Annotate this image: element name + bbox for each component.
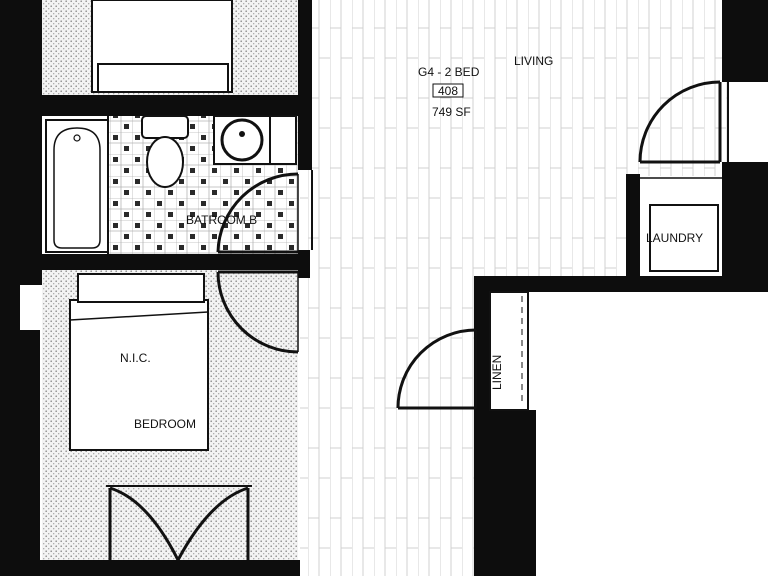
toilet-tank: [141, 115, 189, 139]
wall-center-upper: [298, 0, 312, 170]
bathroom: [45, 115, 297, 254]
wall-right-top: [722, 0, 768, 82]
wall-center-mid: [298, 250, 310, 278]
bedroom: [69, 273, 209, 451]
label-linen: LINEN: [490, 355, 504, 390]
wall-horizontal-top: [42, 95, 300, 116]
label-laundry: LAUNDRY: [646, 231, 703, 245]
sink-icon: [220, 118, 264, 162]
sink-drain: [239, 131, 245, 137]
living-entry-door[interactable]: [638, 80, 722, 164]
label-bedroom: BEDROOM: [134, 417, 196, 431]
label-living: LIVING: [514, 54, 553, 68]
bed-pillow-line: [69, 311, 209, 321]
laundry-machine: [649, 204, 719, 272]
bathtub-basin: [53, 127, 101, 249]
corridor-floor: [300, 270, 474, 576]
bath-shelf: [269, 115, 297, 165]
linen-closet: [489, 291, 529, 411]
bed-headboard: [77, 273, 205, 303]
label-bathroom: BATROOM B: [186, 213, 257, 227]
bedroom-door[interactable]: [216, 270, 299, 354]
wall-laundry-left: [626, 174, 640, 278]
unit-label: G4 - 2 BED 408 749 SF: [418, 65, 480, 119]
toilet-bowl: [146, 136, 184, 188]
upper-bed-headboard: [97, 63, 229, 93]
wall-left-upper: [0, 0, 42, 285]
unit-number-box: [432, 83, 464, 98]
bathtub-drain: [73, 134, 81, 142]
upper-bedroom: [91, 0, 233, 93]
living-room: [311, 82, 729, 250]
bed: [69, 299, 209, 451]
label-nic: N.I.C.: [120, 351, 151, 365]
unit-name: G4 - 2 BED: [418, 65, 480, 79]
bedroom-closet-doors[interactable]: [106, 485, 252, 561]
wall-left-lower: [0, 330, 40, 576]
bathroom-door[interactable]: [216, 172, 299, 254]
laundry-closet: [640, 177, 722, 272]
wall-right-mid: [722, 162, 768, 292]
wall-closet-right: [476, 410, 536, 576]
unit-number: 408: [438, 84, 458, 98]
wall-horizontal-mid: [42, 254, 300, 270]
wall-bottom-right: [474, 276, 766, 292]
wall-closet-bottom: [40, 560, 300, 576]
linen-door[interactable]: [396, 328, 477, 410]
unit-area: 749 SF: [432, 105, 471, 119]
wall-stub-left: [0, 285, 20, 330]
